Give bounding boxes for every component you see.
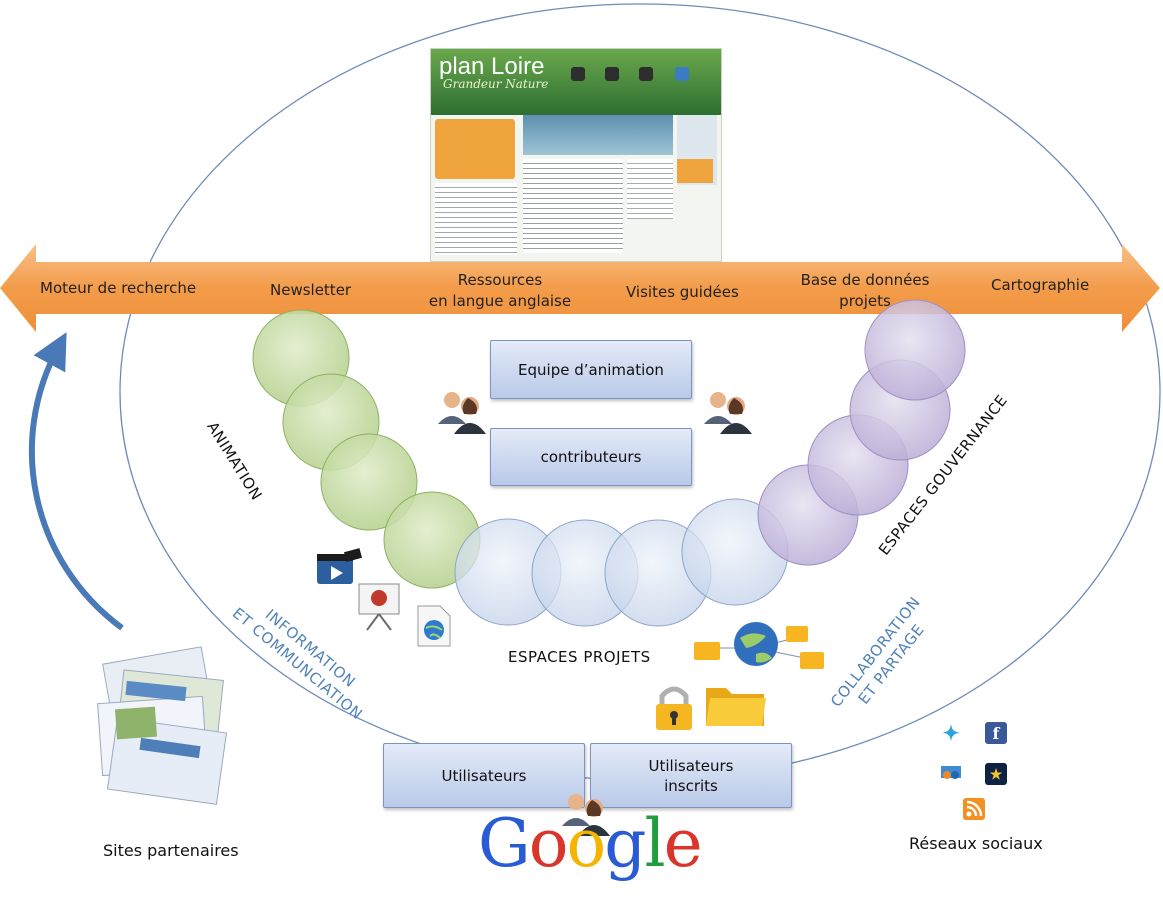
utilisateurs-inscrits-line1: Utilisateurs xyxy=(648,756,734,775)
website-left-text xyxy=(435,183,517,255)
website-side-text xyxy=(627,159,673,219)
utilisateurs-inscrits-line2: inscrits xyxy=(664,776,718,795)
arrow-label-base: Base de données projets xyxy=(790,270,940,312)
website-title: plan Loire xyxy=(439,53,545,80)
partner-sites-arrow xyxy=(28,332,124,631)
espaces-projets-label: ESPACES PROJETS xyxy=(508,648,651,666)
google-letter: e xyxy=(663,805,703,882)
website-right-badge xyxy=(677,159,713,183)
website-banner xyxy=(523,115,673,155)
website-nav-icon xyxy=(639,67,653,81)
website-nav-icon xyxy=(675,67,689,81)
network-globe-icon xyxy=(692,614,832,686)
google-letter: l xyxy=(644,805,665,882)
governance-circle xyxy=(864,299,966,401)
video-icon xyxy=(315,548,363,590)
users-icon xyxy=(560,790,612,838)
equipe-animation-box: Equipe d’animation xyxy=(490,340,692,399)
folder-icon xyxy=(704,678,768,730)
animation-circles xyxy=(252,309,481,589)
lock-icon xyxy=(652,682,696,732)
website-article-text xyxy=(523,159,623,253)
presentation-icon xyxy=(357,580,401,632)
governance-circles xyxy=(757,299,966,566)
facebook-icon: f xyxy=(985,722,1007,744)
utilisateurs-box: Utilisateurs xyxy=(383,743,585,808)
arrow-label-ressources-line1: Ressources xyxy=(457,271,543,289)
google-letter: o xyxy=(566,805,606,882)
rss-icon xyxy=(963,798,985,820)
arrow-label-base-line2: projets xyxy=(839,292,891,310)
project-circles xyxy=(454,498,789,627)
reseaux-sociaux-caption: Réseaux sociaux xyxy=(909,834,1043,853)
website-nav-icon xyxy=(571,67,585,81)
website-subtitle: Grandeur Nature xyxy=(443,77,549,91)
arrow-label-cartographie: Cartographie xyxy=(991,276,1090,294)
google-logo: Google xyxy=(478,805,703,882)
website-orange-panel xyxy=(435,119,515,179)
website-header: plan Loire Grandeur Nature xyxy=(431,49,721,115)
google-letter: o xyxy=(528,805,569,882)
netvibes-icon: ★ xyxy=(985,763,1007,785)
google-letter: G xyxy=(478,805,531,882)
users-icon xyxy=(436,388,488,436)
twitter-icon: ✦ xyxy=(942,722,960,745)
slideshare-icon xyxy=(940,765,962,787)
users-icon xyxy=(702,388,754,436)
web-document-icon xyxy=(416,604,452,648)
arrow-label-newsletter: Newsletter xyxy=(270,281,352,299)
arrow-label-ressources-line2: en langue anglaise xyxy=(428,292,572,310)
website-nav-icon xyxy=(605,67,619,81)
google-letter: g xyxy=(604,805,646,882)
partner-sites-thumbnails xyxy=(97,646,228,805)
arrow-label-base-line1: Base de données xyxy=(800,271,930,289)
sites-partenaires-caption: Sites partenaires xyxy=(103,841,239,860)
contributeurs-box: contributeurs xyxy=(490,428,692,486)
arrow-label-ressources: Ressources en langue anglaise xyxy=(420,270,580,312)
arrow-label-moteur: Moteur de recherche xyxy=(40,279,197,297)
animation-circle xyxy=(320,433,418,531)
arrow-label-visites: Visites guidées xyxy=(626,283,739,301)
utilisateurs-inscrits-box: Utilisateurs inscrits xyxy=(590,743,792,808)
services-arrow xyxy=(0,244,1160,332)
website-screenshot: plan Loire Grandeur Nature xyxy=(430,48,722,262)
